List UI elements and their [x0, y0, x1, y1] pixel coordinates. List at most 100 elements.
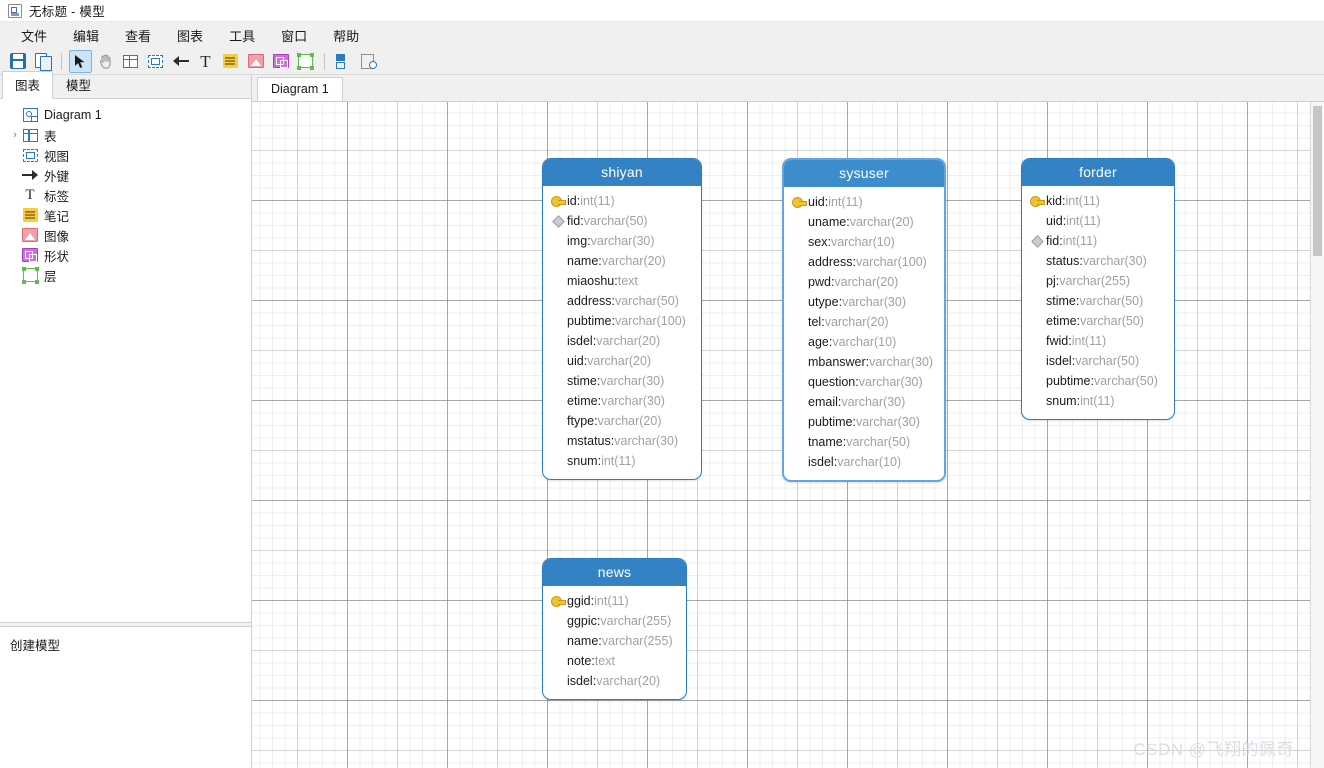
- er-column-row[interactable]: pubtime: varchar(100): [543, 311, 701, 331]
- er-table-forder[interactable]: forder kid: int(11)uid: int(11)fid: int(1…: [1021, 158, 1175, 420]
- arrange-button[interactable]: [357, 50, 380, 73]
- er-column-row[interactable]: note: text: [543, 651, 686, 671]
- tree-item-images[interactable]: 图像: [0, 225, 251, 245]
- select-tool-button[interactable]: [69, 49, 92, 73]
- menu-tools[interactable]: 工具: [229, 28, 256, 44]
- er-table-title[interactable]: forder: [1022, 159, 1174, 186]
- er-column-row[interactable]: img: varchar(30): [543, 231, 701, 251]
- er-column-row[interactable]: age: varchar(10): [784, 332, 944, 352]
- add-image-button[interactable]: [244, 50, 267, 73]
- menu-edit[interactable]: 编辑: [73, 28, 100, 44]
- er-column-row[interactable]: isdel: varchar(50): [1022, 351, 1174, 371]
- er-column-row[interactable]: ggpic: varchar(255): [543, 611, 686, 631]
- add-foreign-key-button[interactable]: [169, 50, 192, 73]
- er-table-title[interactable]: sysuser: [784, 160, 944, 187]
- tree-item-views[interactable]: 视图: [0, 145, 251, 165]
- er-column-row[interactable]: mbanswer: varchar(30): [784, 352, 944, 372]
- er-column-row[interactable]: ggid: int(11): [543, 591, 686, 611]
- vertical-scrollbar-thumb[interactable]: [1313, 106, 1322, 256]
- er-column-row[interactable]: uname: varchar(20): [784, 212, 944, 232]
- menu-view[interactable]: 查看: [125, 28, 152, 44]
- column-type: varchar(30): [1082, 254, 1147, 268]
- er-column-row[interactable]: tname: varchar(50): [784, 432, 944, 452]
- er-column-row[interactable]: stime: varchar(50): [1022, 291, 1174, 311]
- separator-2: [324, 52, 325, 70]
- er-table-title[interactable]: news: [543, 559, 686, 586]
- canvas-tab-diagram-1[interactable]: Diagram 1: [257, 77, 343, 102]
- save-button[interactable]: [6, 50, 29, 73]
- er-column-row[interactable]: snum: int(11): [1022, 391, 1174, 411]
- vertical-scrollbar[interactable]: [1310, 101, 1324, 768]
- menu-file[interactable]: 文件: [21, 28, 48, 44]
- add-view-button[interactable]: [144, 50, 167, 73]
- er-column-row[interactable]: miaoshu: text: [543, 271, 701, 291]
- er-column-row[interactable]: fid: int(11): [1022, 231, 1174, 251]
- er-column-row[interactable]: isdel: varchar(10): [784, 452, 944, 472]
- er-column-row[interactable]: status: varchar(30): [1022, 251, 1174, 271]
- er-table-shiyan[interactable]: shiyan id: int(11)fid: varchar(50)img: va…: [542, 158, 702, 480]
- tree-item-diagram-1[interactable]: Diagram 1: [0, 105, 251, 125]
- add-table-button[interactable]: [119, 50, 142, 73]
- er-table-news[interactable]: news ggid: int(11)ggpic: varchar(255)name…: [542, 558, 687, 700]
- tree-item-notes[interactable]: 笔记: [0, 205, 251, 225]
- menu-window[interactable]: 窗口: [281, 28, 308, 44]
- column-separator: :: [1055, 274, 1060, 288]
- er-column-row[interactable]: ftype: varchar(20): [543, 411, 701, 431]
- er-column-row[interactable]: sex: varchar(10): [784, 232, 944, 252]
- tree-item-shapes[interactable]: 形状: [0, 245, 251, 265]
- er-column-row[interactable]: name: varchar(20): [543, 251, 701, 271]
- column-separator: :: [842, 435, 847, 449]
- pan-tool-button[interactable]: [94, 50, 117, 73]
- er-column-row[interactable]: fid: varchar(50): [543, 211, 701, 231]
- copy-button[interactable]: [31, 50, 54, 73]
- left-panel-splitter[interactable]: [0, 622, 251, 627]
- er-column-row[interactable]: kid: int(11): [1022, 191, 1174, 211]
- er-column-row[interactable]: tel: varchar(20): [784, 312, 944, 332]
- er-column-row[interactable]: isdel: varchar(20): [543, 331, 701, 351]
- er-column-row[interactable]: uid: varchar(20): [543, 351, 701, 371]
- er-column-row[interactable]: pj: varchar(255): [1022, 271, 1174, 291]
- column-separator: :: [611, 294, 615, 308]
- menu-diagram[interactable]: 图表: [177, 28, 204, 44]
- tab-diagrams[interactable]: 图表: [2, 71, 54, 99]
- er-column-row[interactable]: mstatus: varchar(30): [543, 431, 701, 451]
- er-column-row[interactable]: id: int(11): [543, 191, 701, 211]
- add-note-button[interactable]: [219, 50, 242, 73]
- label-icon: T: [25, 186, 35, 203]
- view-dashed-icon: [148, 54, 163, 68]
- er-column-row[interactable]: utype: varchar(30): [784, 292, 944, 312]
- er-column-row[interactable]: uid: int(11): [784, 192, 944, 212]
- er-column-row[interactable]: fwid: int(11): [1022, 331, 1174, 351]
- add-label-button[interactable]: T: [194, 50, 217, 73]
- er-column-row[interactable]: address: varchar(100): [784, 252, 944, 272]
- tree-item-foreign-keys[interactable]: 外键: [0, 165, 251, 185]
- chevron-right-icon[interactable]: ›: [13, 129, 17, 141]
- menu-help[interactable]: 帮助: [333, 28, 360, 44]
- tree-item-layers[interactable]: 层: [0, 265, 251, 285]
- er-column-row[interactable]: question: varchar(30): [784, 372, 944, 392]
- auto-layout-button[interactable]: [332, 50, 355, 73]
- er-column-row[interactable]: pwd: varchar(20): [784, 272, 944, 292]
- er-column-row[interactable]: pubtime: varchar(50): [1022, 371, 1174, 391]
- er-table-sysuser[interactable]: sysuser uid: int(11)uname: varchar(20)sex…: [782, 158, 946, 482]
- add-shape-button[interactable]: [269, 50, 292, 73]
- er-column-row[interactable]: email: varchar(30): [784, 392, 944, 412]
- er-column-row[interactable]: etime: varchar(50): [1022, 311, 1174, 331]
- er-column-row[interactable]: etime: varchar(30): [543, 391, 701, 411]
- er-column-row[interactable]: pubtime: varchar(30): [784, 412, 944, 432]
- note-yellow-icon: [223, 54, 238, 68]
- er-column-row[interactable]: snum: int(11): [543, 451, 701, 471]
- tree-item-tables[interactable]: ›表: [0, 125, 251, 145]
- add-layer-button[interactable]: [294, 50, 317, 73]
- column-type: varchar(10): [830, 235, 895, 249]
- er-column-row[interactable]: uid: int(11): [1022, 211, 1174, 231]
- er-table-title[interactable]: shiyan: [543, 159, 701, 186]
- er-column-row[interactable]: stime: varchar(30): [543, 371, 701, 391]
- er-column-row[interactable]: name: varchar(255): [543, 631, 686, 651]
- er-column-row[interactable]: isdel: varchar(20): [543, 671, 686, 691]
- er-column-row[interactable]: address: varchar(50): [543, 291, 701, 311]
- tab-model[interactable]: 模型: [66, 79, 92, 93]
